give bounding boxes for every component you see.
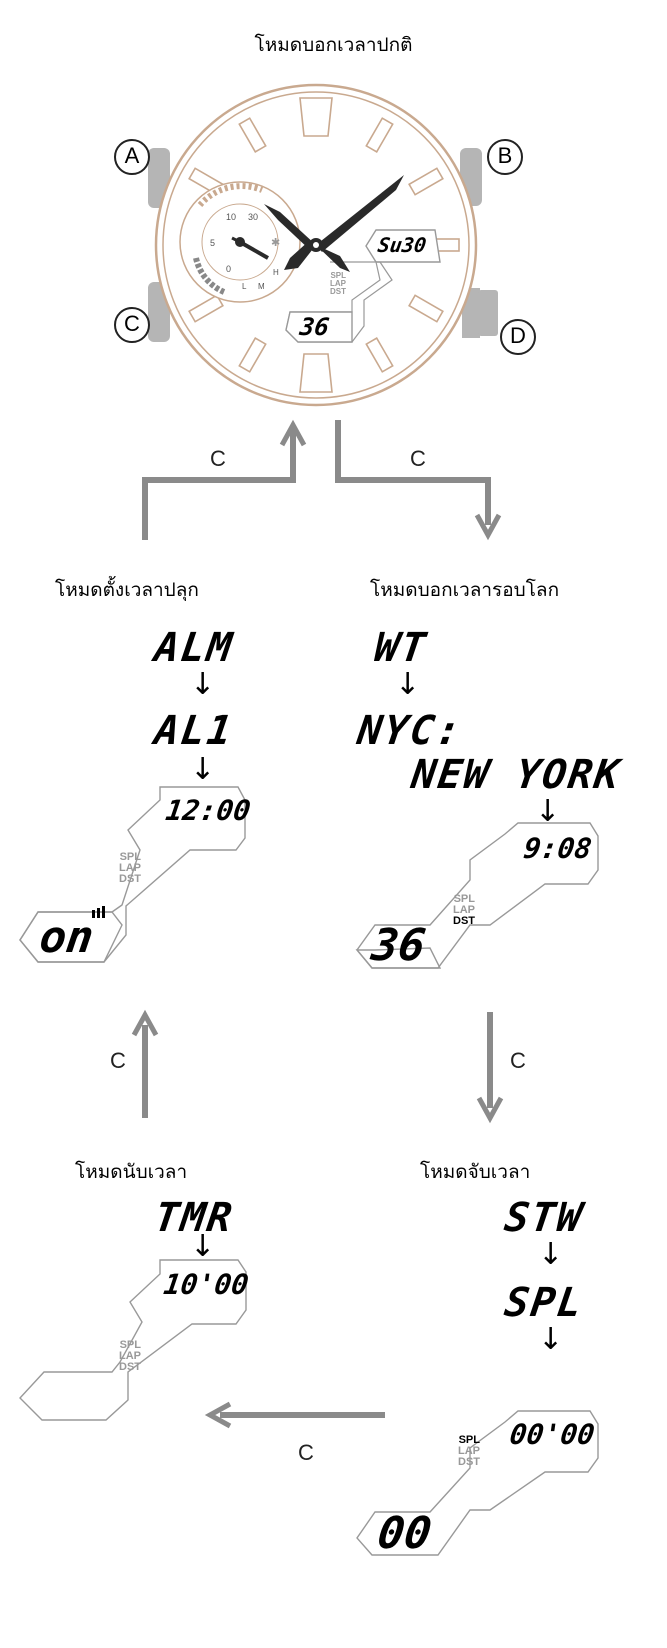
timer-lcd-panel	[19, 1259, 247, 1421]
stopwatch-step2: SPL	[501, 1280, 587, 1326]
stopwatch-indicator-lap: LAP	[458, 1445, 480, 1457]
timer-indicators: SPL LAP DST	[86, 1340, 141, 1373]
button-d-label: D	[510, 323, 526, 348]
stopwatch-indicator-spl: SPL	[458, 1434, 480, 1446]
timer-indicator-dst: DST	[119, 1361, 141, 1373]
dial-indicator-lap: LAP	[330, 279, 346, 288]
subdial-num-5: 5	[210, 238, 216, 248]
transition-c-label-4: C	[110, 1048, 126, 1073]
dial-indicator-dst: DST	[330, 287, 346, 296]
alarm-step1: ALM	[151, 625, 237, 671]
stopwatch-down-arrow-1: ↓	[538, 1237, 564, 1272]
alarm-mode-title: โหมดตั้งเวลาปลุก	[55, 579, 199, 601]
worldtime-indicators: SPL LAP DST	[420, 894, 475, 927]
timer-mode-title: โหมดนับเวลา	[75, 1161, 188, 1183]
dial-indicator-spl: SPL	[330, 271, 346, 280]
stopwatch-time: 00'00	[507, 1418, 597, 1451]
alarm-down-arrow-2: ↓	[190, 752, 216, 787]
transition-c-label-3: C	[510, 1048, 526, 1073]
alarm-indicator-dst: DST	[119, 873, 141, 885]
alarm-indicators: SPL LAP DST	[86, 852, 141, 885]
label-d-circle	[500, 319, 536, 355]
button-d-crown	[478, 290, 498, 336]
alarm-indicator-spl: SPL	[119, 851, 141, 863]
subdial-letter-l: L	[242, 282, 247, 291]
minute-hand-left	[264, 204, 316, 250]
label-b-circle	[487, 139, 523, 175]
worldtime-seconds: 36	[368, 920, 429, 971]
transition-arrows	[131, 419, 504, 1429]
transition-c-label-1: C	[210, 446, 226, 471]
subdial-hand	[239, 240, 269, 260]
subdial-letter-h: H	[273, 268, 279, 277]
transition-c-label-5: C	[298, 1440, 314, 1465]
worldtime-mode-title: โหมดบอกเวลารอบโลก	[370, 579, 560, 601]
timer-down-arrow: ↓	[190, 1229, 216, 1264]
stopwatch-indicators: SPL LAP DST	[420, 1435, 480, 1468]
dial-lcd-upper	[365, 229, 441, 263]
transition-c-label-2: C	[410, 446, 426, 471]
watch-illustration	[114, 83, 536, 407]
arrow-alarm-to-timekeeping	[142, 430, 296, 540]
worldtime-indicator-dst: DST	[453, 915, 475, 927]
worldtime-city-name: NEW YORK	[408, 752, 624, 798]
stopwatch-down-arrow-2: ↓	[538, 1322, 564, 1357]
subdial-num-30: 30	[248, 212, 259, 222]
worldtime-step1: WT	[371, 625, 431, 671]
stopwatch-lcd-panel	[356, 1410, 599, 1556]
timer-indicator-spl: SPL	[119, 1339, 141, 1351]
worldtime-indicator-lap: LAP	[453, 904, 475, 916]
label-a-circle	[114, 139, 150, 175]
worldtime-down-arrow-1: ↓	[395, 667, 421, 702]
button-a-label: A	[124, 143, 140, 168]
worldtime-indicator-spl: SPL	[453, 893, 475, 905]
button-b-label: B	[497, 143, 513, 168]
hour-markers	[188, 97, 460, 393]
stopwatch-step1: STW	[501, 1195, 587, 1241]
stopwatch-mode-title: โหมดจับเวลา	[420, 1161, 531, 1183]
button-c-label: C	[124, 311, 140, 336]
arrow-timekeeping-to-worldtime	[335, 420, 491, 525]
label-c-circle	[114, 307, 150, 343]
bluetooth-icon: ✱	[271, 236, 281, 249]
alarm-indicator-lap: LAP	[119, 862, 141, 874]
dial-day-date: Su30	[376, 233, 428, 257]
worldtime-time: 9:08	[521, 832, 594, 865]
dial-seconds: 36	[298, 313, 331, 341]
dial-indicators: SPL LAP DST	[330, 272, 346, 296]
alarm-down-arrow-1: ↓	[190, 667, 216, 702]
worldtime-down-arrow-2: ↓	[535, 794, 561, 829]
subdial-num-10: 10	[226, 212, 237, 222]
worldtime-city-code: NYC:	[354, 708, 466, 754]
subdial-num-0: 0	[226, 264, 232, 274]
stopwatch-indicator-dst: DST	[458, 1456, 480, 1468]
timer-indicator-lap: LAP	[119, 1350, 141, 1362]
timer-time: 10'00	[161, 1268, 251, 1301]
hour-hand	[284, 240, 316, 270]
alarm-step2: AL1	[151, 708, 237, 754]
timekeeping-mode-title: โหมดบอกเวลาปกติ	[254, 34, 413, 56]
stopwatch-seconds: 00	[374, 1508, 435, 1559]
alarm-time: 12:00	[163, 794, 253, 827]
worldtime-lcd-panel	[355, 822, 599, 969]
dial-lcd-lower	[285, 311, 353, 343]
subdial-letter-m: M	[258, 282, 265, 291]
alarm-status: on	[36, 912, 97, 963]
alarm-lcd-panel	[19, 786, 246, 963]
alarm-signal-icon	[92, 906, 105, 918]
minute-hand	[316, 175, 404, 252]
